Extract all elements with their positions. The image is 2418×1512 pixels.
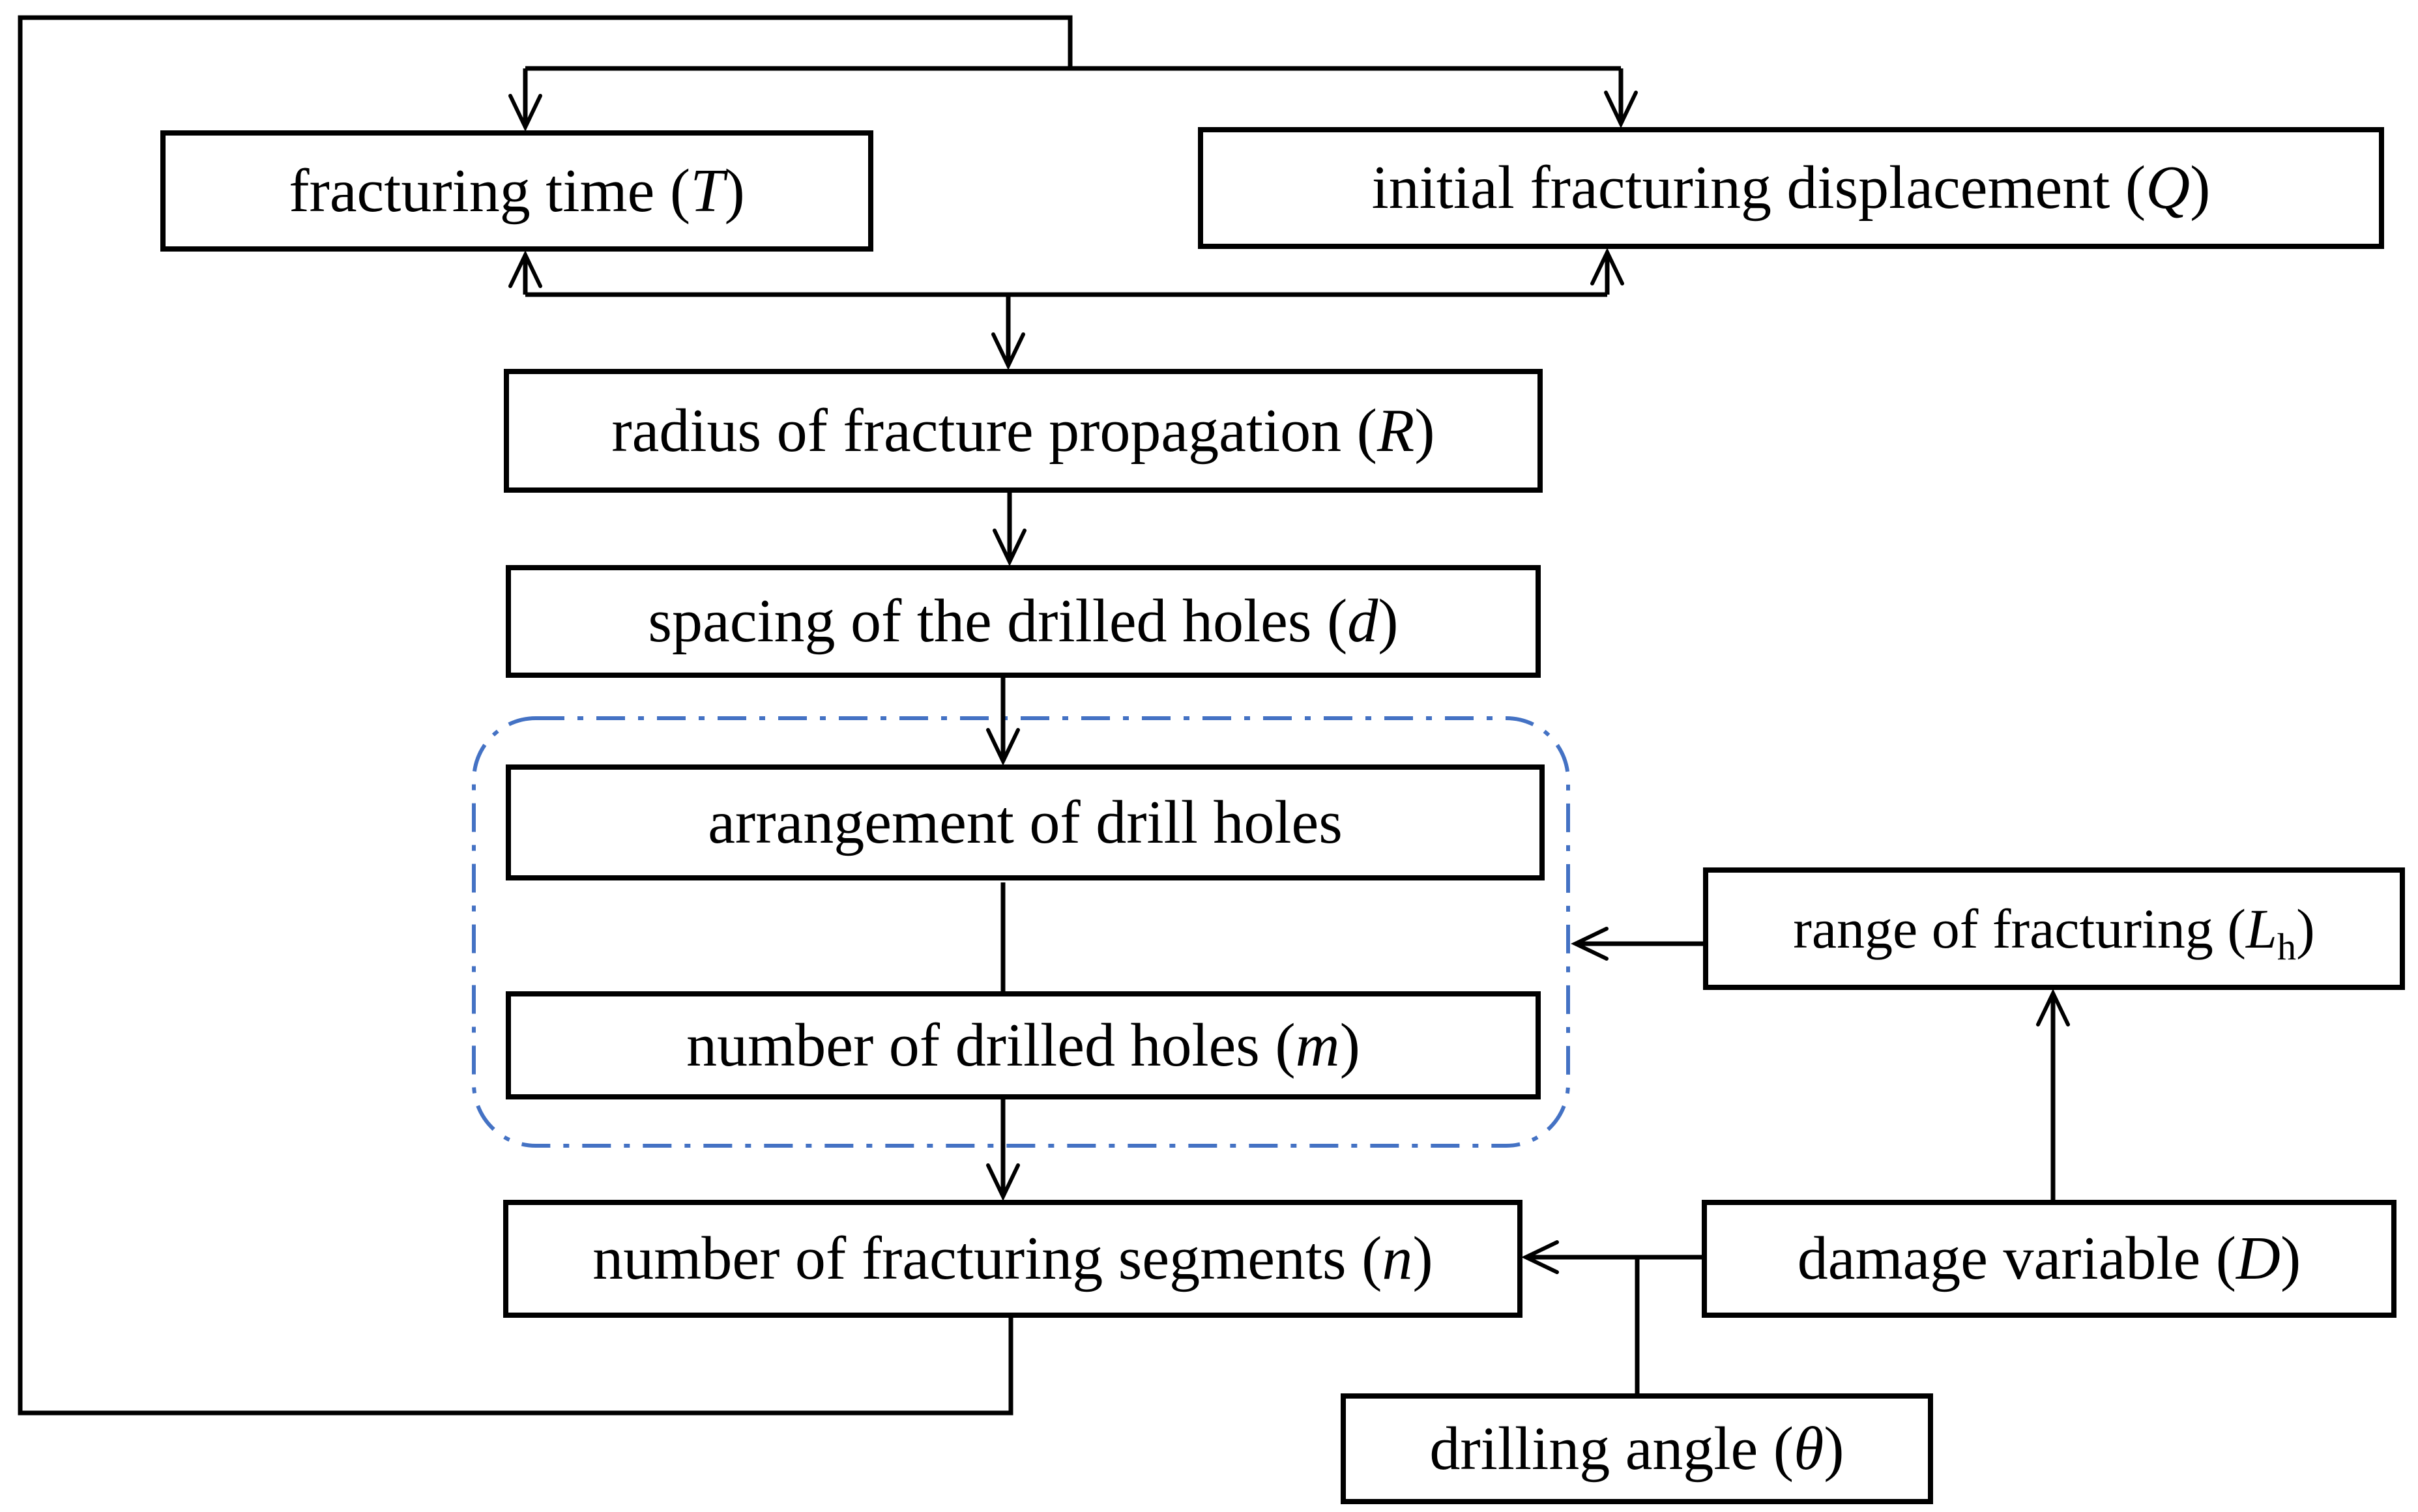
node-arrangement-of-drill-holes: arrangement of drill holes xyxy=(506,764,1545,880)
node-label: initial fracturing displacement (Q) xyxy=(1371,154,2211,222)
node-spacing-of-drilled-holes: spacing of the drilled holes (d) xyxy=(506,565,1541,678)
node-label: number of fracturing segments (n) xyxy=(592,1225,1433,1293)
node-number-of-drilled-holes: number of drilled holes (m) xyxy=(506,991,1541,1099)
node-initial-fracturing-displacement: initial fracturing displacement (Q) xyxy=(1198,127,2384,249)
node-range-of-fracturing: range of fracturing (Lh) xyxy=(1703,867,2405,990)
feedback-loop-line xyxy=(18,15,1073,1416)
node-number-of-fracturing-segments: number of fracturing segments (n) xyxy=(503,1200,1522,1318)
node-label: spacing of the drilled holes (d) xyxy=(648,587,1399,656)
node-radius-of-fracture-propagation: radius of fracture propagation (R) xyxy=(504,369,1543,493)
node-label: damage variable (D) xyxy=(1797,1225,2301,1293)
node-label: drilling angle (θ) xyxy=(1429,1414,1844,1483)
node-drilling-angle: drilling angle (θ) xyxy=(1341,1393,1933,1504)
node-label: radius of fracture propagation (R) xyxy=(611,396,1435,465)
node-fracturing-time: fracturing time (T) xyxy=(160,130,873,252)
node-label: fracturing time (T) xyxy=(289,156,745,225)
node-label: arrangement of drill holes xyxy=(708,788,1343,856)
node-label: range of fracturing (Lh) xyxy=(1793,897,2315,968)
drill-holes-group-outline xyxy=(472,716,1570,1148)
node-label: number of drilled holes (m) xyxy=(686,1011,1360,1079)
node-damage-variable: damage variable (D) xyxy=(1702,1200,2396,1318)
